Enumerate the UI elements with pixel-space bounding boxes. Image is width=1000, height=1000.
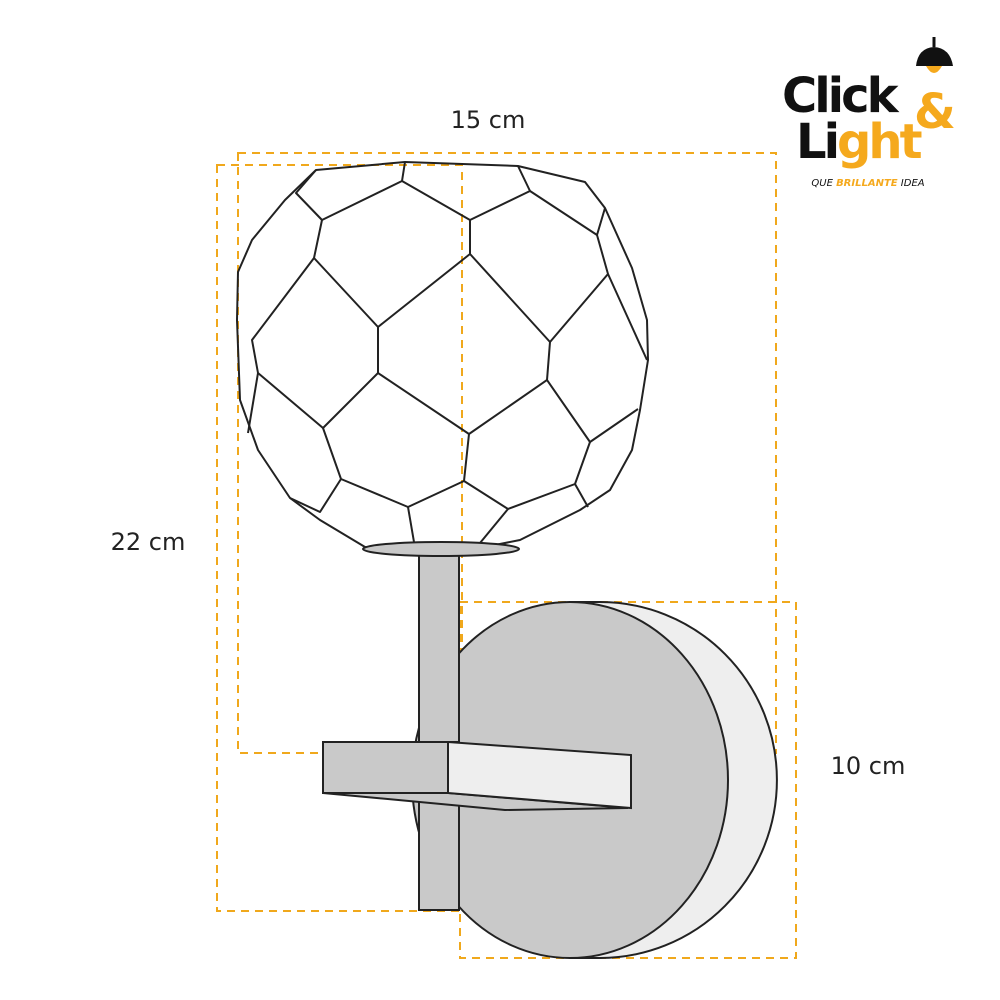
height-guide-box xyxy=(216,164,463,912)
faceted-shade xyxy=(236,161,649,557)
width-label: 15 cm xyxy=(451,106,526,134)
logo-word-click: Click xyxy=(782,68,900,124)
shade-bottom-opening xyxy=(362,541,520,557)
logo-tagline-part1: QUE xyxy=(811,178,836,189)
click-and-light-logo: Click & Light QUE BRILLANTE IDEA xyxy=(782,37,956,189)
shade-outline xyxy=(236,161,649,553)
logo-tagline: QUE BRILLANTE IDEA xyxy=(811,178,924,189)
pendant-lamp-icon xyxy=(916,37,953,73)
logo-word-light: Light xyxy=(796,114,922,170)
logo-tagline-part2: IDEA xyxy=(898,178,925,189)
arm-extension xyxy=(447,740,632,810)
stem-upper xyxy=(418,546,460,743)
logo-tagline-bold: BRILLANTE xyxy=(836,178,898,189)
shade-facets xyxy=(247,161,648,544)
height-label: 22 cm xyxy=(111,528,186,556)
logo-ampersand: & xyxy=(914,84,956,140)
stem-lower xyxy=(418,795,460,911)
arm-front-block xyxy=(322,741,449,794)
logo-word-light-prefix: Li xyxy=(796,114,837,170)
horizontal-arm xyxy=(322,740,632,812)
depth-label: 10 cm xyxy=(831,752,906,780)
logo-word-light-suffix: ght xyxy=(837,114,922,170)
